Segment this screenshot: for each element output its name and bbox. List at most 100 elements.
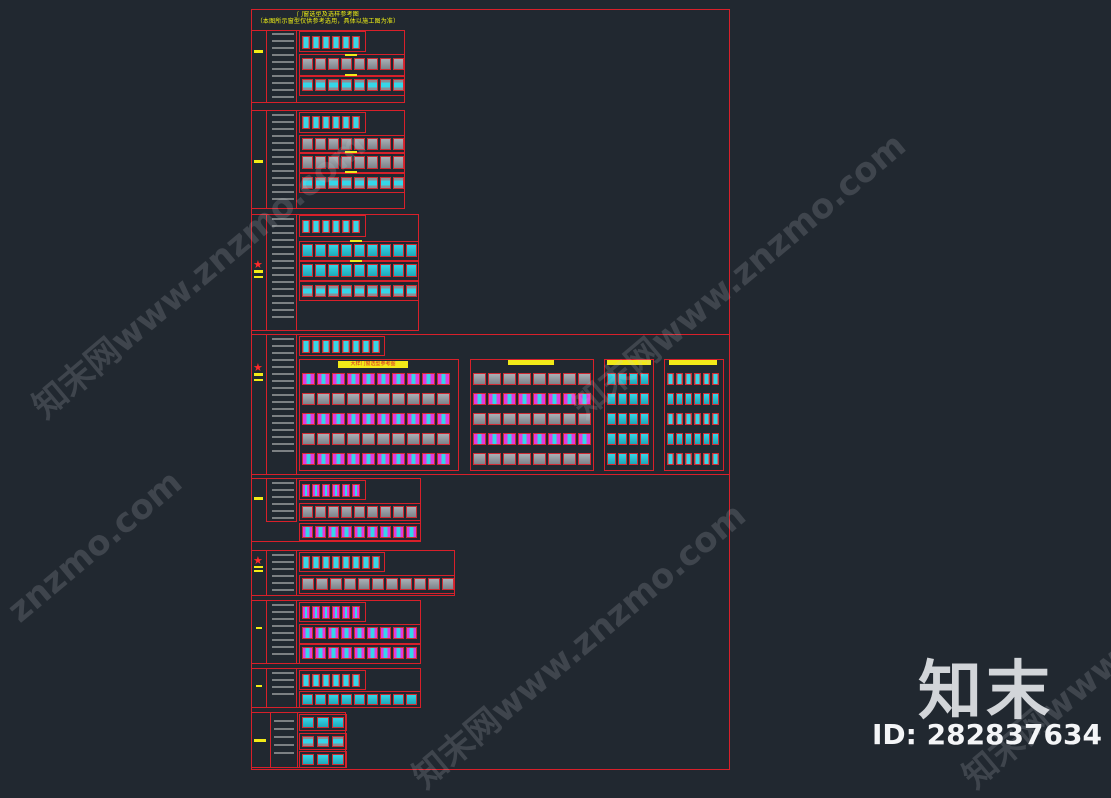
window-elevation	[352, 674, 360, 687]
window-elevation	[393, 244, 404, 257]
window-elevation	[315, 647, 326, 659]
window-elevation	[406, 285, 417, 297]
window-elevation	[618, 433, 627, 445]
spec-line	[272, 443, 294, 445]
window-elevation	[342, 484, 350, 497]
yellow-label	[254, 379, 263, 381]
spec-column	[266, 478, 297, 522]
spec-line	[272, 672, 294, 674]
window-elevation	[563, 453, 576, 465]
window-elevation	[302, 116, 310, 129]
window-elevation	[352, 484, 360, 497]
spec-line	[272, 436, 294, 438]
yellow-label	[254, 270, 263, 273]
window-elevation	[503, 453, 516, 465]
window-elevation	[315, 264, 326, 277]
red-star-mark: ★	[253, 258, 263, 271]
window-elevation	[380, 138, 391, 150]
window-elevation	[503, 373, 516, 385]
window-elevation	[367, 244, 378, 257]
window-elevation	[347, 373, 360, 385]
window-elevation	[437, 413, 450, 425]
window-elevation	[354, 264, 365, 277]
window-elevation	[341, 285, 352, 297]
yellow-label	[345, 171, 357, 173]
yellow-label	[345, 151, 357, 153]
window-elevation	[302, 606, 310, 619]
window-elevation	[341, 138, 352, 150]
section-frame	[299, 670, 366, 690]
window-elevation	[302, 627, 313, 639]
spec-line	[272, 89, 294, 91]
window-elevation	[341, 526, 352, 538]
window-elevation	[342, 220, 350, 233]
spec-column	[270, 712, 298, 768]
window-elevation	[407, 373, 420, 385]
window-elevation	[341, 58, 352, 70]
red-star-mark: ★	[253, 554, 263, 567]
window-elevation	[342, 116, 350, 129]
window-elevation	[488, 413, 501, 425]
spec-line	[272, 359, 294, 361]
spec-line	[272, 316, 294, 318]
window-elevation	[422, 453, 435, 465]
window-elevation	[354, 58, 365, 70]
window-elevation	[342, 340, 350, 353]
window-elevation	[317, 393, 330, 405]
spec-line	[272, 75, 294, 77]
window-elevation	[352, 340, 360, 353]
window-elevation	[328, 647, 339, 659]
window-elevation	[488, 433, 501, 445]
yellow-label	[345, 54, 357, 56]
spec-line	[272, 96, 294, 98]
window-elevation	[473, 433, 486, 445]
window-elevation	[362, 393, 375, 405]
window-elevation	[676, 433, 683, 445]
window-elevation	[354, 244, 365, 257]
window-elevation	[342, 606, 350, 619]
window-elevation	[358, 578, 370, 590]
window-elevation	[367, 58, 378, 70]
window-elevation	[317, 736, 329, 747]
window-elevation	[312, 220, 320, 233]
yellow-label	[345, 74, 357, 76]
window-elevation	[563, 373, 576, 385]
window-elevation	[407, 393, 420, 405]
window-elevation	[312, 674, 320, 687]
window-elevation	[352, 220, 360, 233]
spec-column	[266, 668, 297, 708]
window-elevation	[302, 340, 310, 353]
window-elevation	[563, 433, 576, 445]
sheet-title-line1: 门窗选型及选样参考图	[296, 11, 359, 18]
section-frame	[299, 552, 385, 572]
window-elevation	[380, 177, 391, 189]
window-elevation	[315, 694, 326, 705]
spec-line	[272, 149, 294, 151]
window-elevation	[548, 453, 561, 465]
window-elevation	[341, 177, 352, 189]
window-elevation	[315, 138, 326, 150]
window-elevation	[578, 373, 591, 385]
window-elevation	[473, 393, 486, 405]
window-elevation	[503, 413, 516, 425]
window-elevation	[332, 484, 340, 497]
window-elevation	[302, 156, 313, 169]
window-elevation	[328, 526, 339, 538]
spec-line	[272, 554, 294, 556]
window-elevation	[703, 433, 710, 445]
section4-label: 大样门窗选型参考图	[338, 361, 408, 368]
window-elevation	[406, 627, 417, 639]
spec-line	[272, 352, 294, 354]
spec-line	[272, 568, 294, 570]
spec-line	[272, 693, 294, 695]
window-elevation	[712, 433, 719, 445]
section-frame	[299, 503, 421, 521]
window-elevation	[367, 506, 378, 518]
window-elevation	[322, 484, 330, 497]
window-elevation	[518, 393, 531, 405]
section-frame	[251, 550, 455, 596]
yellow-label	[254, 566, 263, 568]
window-elevation	[380, 647, 391, 659]
window-elevation	[315, 526, 326, 538]
window-elevation	[618, 413, 627, 425]
